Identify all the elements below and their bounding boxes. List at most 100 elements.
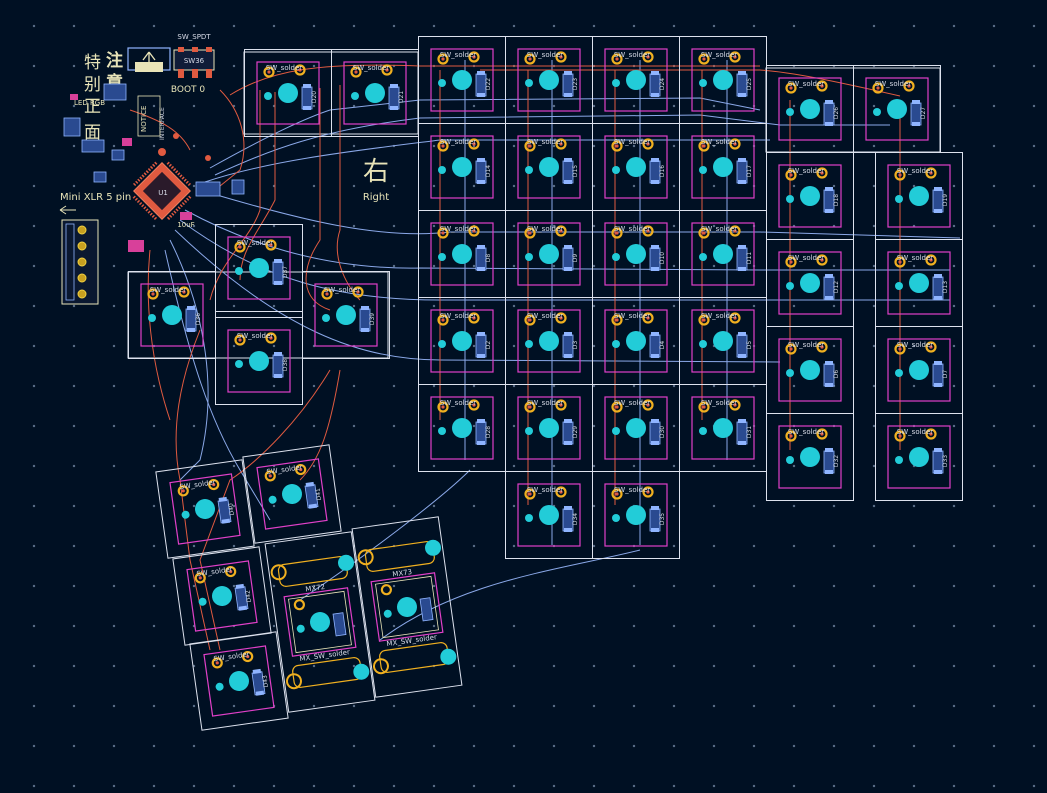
solder-pad[interactable] xyxy=(611,53,623,65)
solder-pad[interactable] xyxy=(321,288,333,300)
solder-pad[interactable] xyxy=(642,225,654,237)
solder-pad[interactable] xyxy=(178,286,190,298)
solder-pad[interactable] xyxy=(194,572,206,584)
solder-pad[interactable] xyxy=(611,401,623,413)
key-switch-footprints[interactable]: SW_solderD20SW_solderD21SW_solderD22SW_s… xyxy=(128,36,963,731)
solder-pad[interactable] xyxy=(894,169,906,181)
solder-pad[interactable] xyxy=(729,399,741,411)
solder-pad[interactable] xyxy=(555,51,567,63)
solder-pad[interactable] xyxy=(611,488,623,500)
solder-pad[interactable] xyxy=(816,341,828,353)
solder-pad[interactable] xyxy=(524,488,536,500)
solder-pad[interactable] xyxy=(894,430,906,442)
solder-pad[interactable] xyxy=(524,314,536,326)
solder-pad[interactable] xyxy=(524,140,536,152)
solder-pad[interactable] xyxy=(785,343,797,355)
solder-pad[interactable] xyxy=(381,64,393,76)
solder-pad[interactable] xyxy=(816,254,828,266)
solder-pad[interactable] xyxy=(729,312,741,324)
solder-pad[interactable] xyxy=(925,341,937,353)
solder-pad[interactable] xyxy=(437,53,449,65)
mcu-chip[interactable] xyxy=(128,157,196,225)
solder-pad[interactable] xyxy=(555,312,567,324)
solder-pad[interactable] xyxy=(468,51,480,63)
solder-pad[interactable] xyxy=(925,167,937,179)
solder-pad[interactable] xyxy=(265,239,277,251)
solder-pad[interactable] xyxy=(524,53,536,65)
solder-pad[interactable] xyxy=(698,53,710,65)
solder-pad[interactable] xyxy=(468,312,480,324)
solder-pad[interactable] xyxy=(555,486,567,498)
solder-pad[interactable] xyxy=(894,256,906,268)
solder-pad[interactable] xyxy=(903,80,915,92)
solder-pad[interactable] xyxy=(785,256,797,268)
solder-pad[interactable] xyxy=(816,428,828,440)
solder-pad[interactable] xyxy=(872,82,884,94)
solder-pad[interactable] xyxy=(925,428,937,440)
solder-pad[interactable] xyxy=(698,314,710,326)
solder-pad[interactable] xyxy=(437,314,449,326)
solder-pad[interactable] xyxy=(816,167,828,179)
solder-pad[interactable] xyxy=(437,227,449,239)
solder-pad[interactable] xyxy=(468,138,480,150)
solder-pad[interactable] xyxy=(698,140,710,152)
solder-pad[interactable] xyxy=(642,486,654,498)
solder-pad[interactable] xyxy=(611,227,623,239)
solder-pad[interactable] xyxy=(352,286,364,298)
diode[interactable] xyxy=(332,612,347,637)
solder-pad[interactable] xyxy=(729,51,741,63)
solder-pad[interactable] xyxy=(265,332,277,344)
solder-pad[interactable] xyxy=(242,650,254,663)
solder-pad[interactable] xyxy=(234,241,246,253)
solder-pad[interactable] xyxy=(642,51,654,63)
solder-pad[interactable] xyxy=(555,138,567,150)
solder-pad[interactable] xyxy=(437,401,449,413)
solder-pad[interactable] xyxy=(211,657,223,669)
solder-pad[interactable] xyxy=(785,430,797,442)
solder-pad[interactable] xyxy=(295,463,307,476)
solder-pad[interactable] xyxy=(816,80,828,92)
solder-pad[interactable] xyxy=(468,399,480,411)
solder-pad[interactable] xyxy=(380,584,392,596)
solder-pad[interactable] xyxy=(642,312,654,324)
solder-pad[interactable] xyxy=(524,401,536,413)
solder-pad[interactable] xyxy=(729,138,741,150)
solder-pad[interactable] xyxy=(642,399,654,411)
solder-pad[interactable] xyxy=(177,485,189,497)
solder-pad[interactable] xyxy=(263,66,275,78)
solder-pad[interactable] xyxy=(611,314,623,326)
solder-pad[interactable] xyxy=(234,334,246,346)
